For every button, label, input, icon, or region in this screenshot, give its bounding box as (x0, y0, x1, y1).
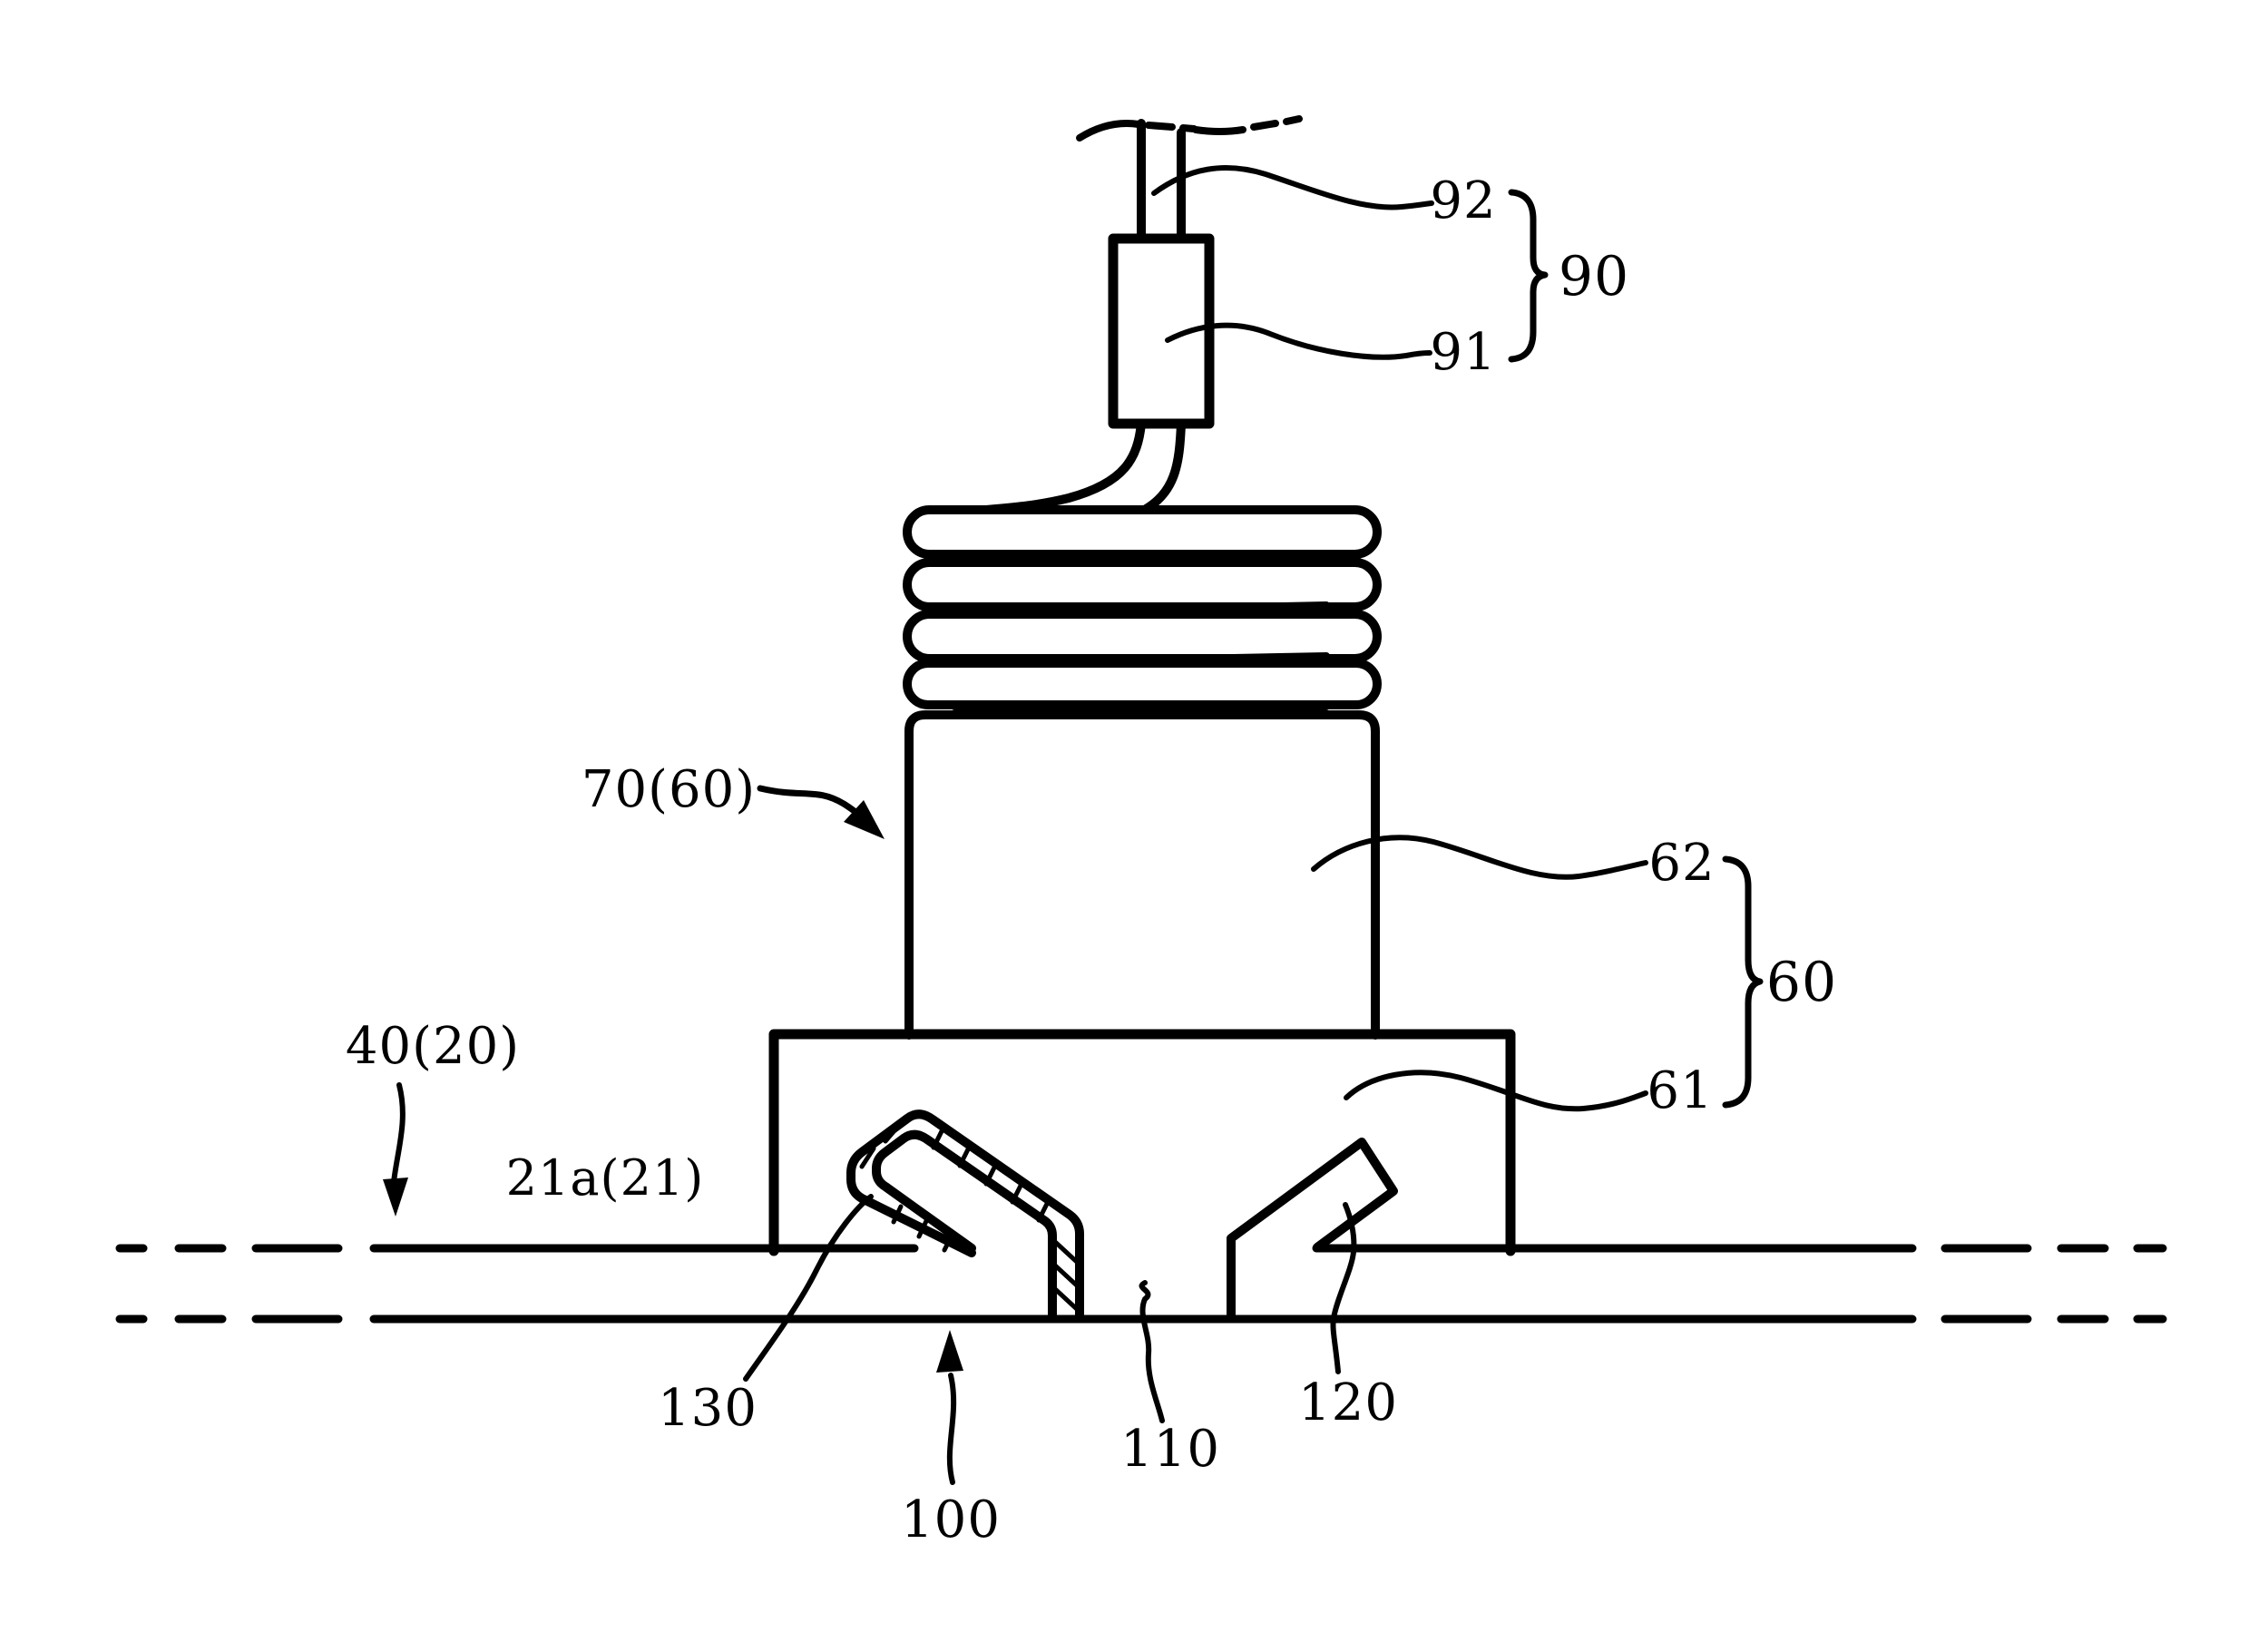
wire-to-coil (953, 419, 1186, 518)
label-110: 110 (1120, 1420, 1220, 1479)
label-62: 62 (1648, 834, 1716, 893)
arrow-100 (936, 1330, 963, 1485)
label-40: 40(20) (345, 1017, 521, 1076)
leader-lines (743, 165, 1648, 1423)
leader-62 (1311, 835, 1648, 880)
clip-130-hatching (859, 1120, 1080, 1313)
base-61 (768, 1029, 1516, 1256)
label-92: 92 (1430, 171, 1497, 230)
coil-helix-line (949, 550, 1330, 565)
leader-120 (1330, 1202, 1357, 1374)
leader-61 (1344, 1070, 1648, 1112)
clip-130 (846, 1109, 1084, 1323)
clip-120 (1227, 1138, 1398, 1323)
brace-90 (1508, 189, 1549, 363)
label-120: 120 (1298, 1373, 1398, 1432)
coil-helix-line (949, 601, 1330, 617)
wire-92 (1076, 115, 1303, 243)
coil-helix-line (949, 652, 1330, 667)
leader-130 (743, 1194, 874, 1382)
leader-92 (1151, 165, 1434, 210)
arrow-40 (383, 1082, 408, 1217)
brace-60 (1722, 855, 1764, 1109)
body-62 (904, 710, 1380, 1040)
label-61: 61 (1647, 1061, 1714, 1120)
label-90: 90 (1558, 245, 1630, 308)
label-100: 100 (901, 1490, 1001, 1549)
label-60: 60 (1765, 951, 1838, 1014)
leader-110 (1139, 1280, 1165, 1423)
label-91: 91 (1430, 323, 1497, 382)
leader-91 (1165, 322, 1432, 360)
label-130: 130 (658, 1379, 758, 1438)
arrow-70 (757, 785, 885, 839)
coil-70 (903, 505, 1382, 717)
label-21a: 21a(21) (505, 1149, 705, 1207)
label-70: 70(60) (581, 760, 757, 819)
